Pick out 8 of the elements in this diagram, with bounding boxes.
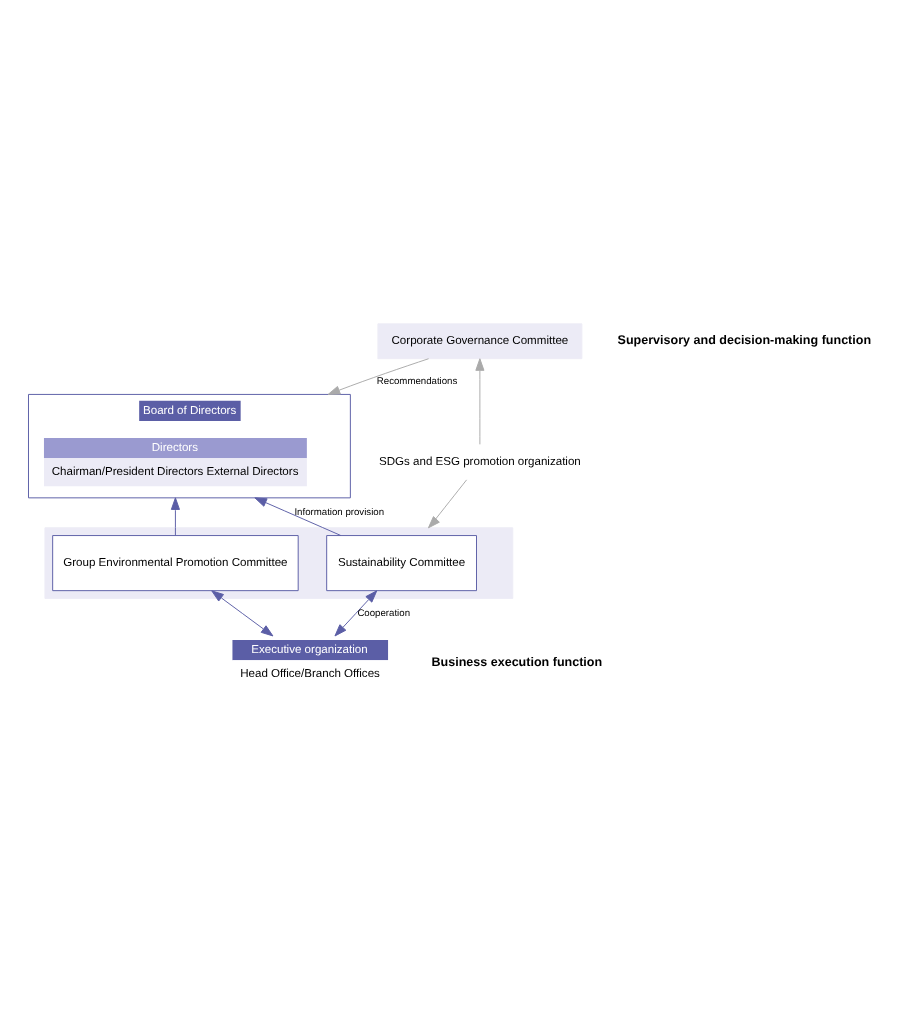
- cluster: [44, 527, 514, 599]
- arrow: [254, 497, 342, 536]
- arrow: [334, 590, 378, 637]
- arrow: [475, 358, 485, 445]
- arrow: [427, 479, 468, 529]
- arrow: [170, 497, 180, 536]
- arrow: [327, 358, 430, 395]
- arrow: [211, 590, 274, 637]
